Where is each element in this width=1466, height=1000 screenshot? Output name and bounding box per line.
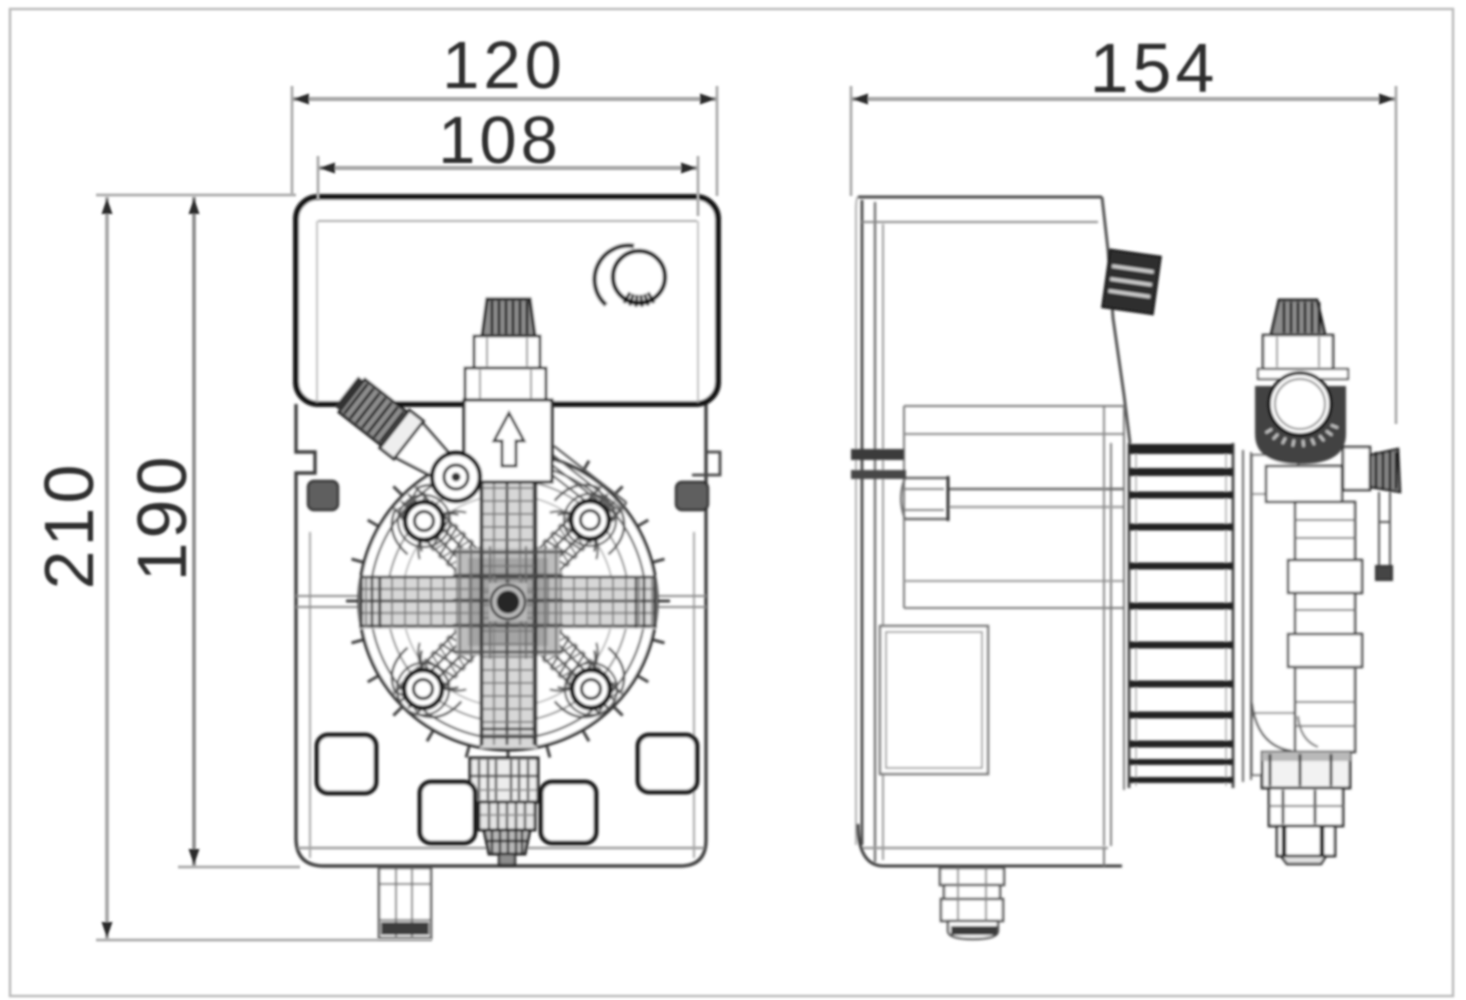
svg-text:120: 120 <box>442 28 566 103</box>
svg-text:108: 108 <box>438 103 562 178</box>
svg-text:210: 210 <box>30 461 108 590</box>
svg-text:154: 154 <box>1090 29 1219 107</box>
svg-text:190: 190 <box>123 453 201 582</box>
